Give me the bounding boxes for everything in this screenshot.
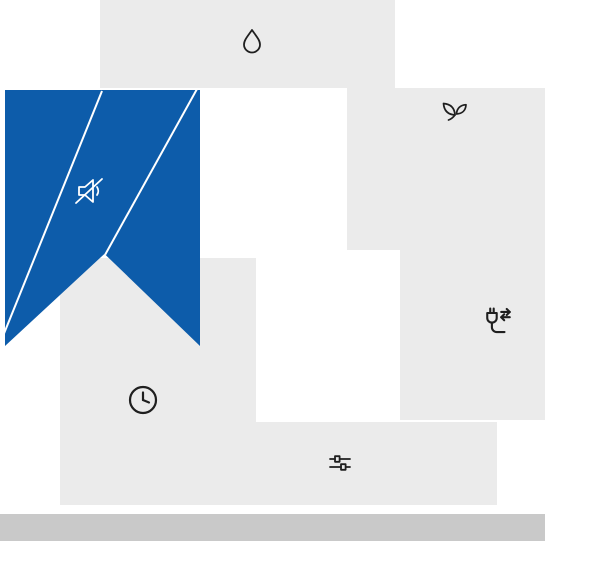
bottom-bar xyxy=(0,514,545,541)
sliders-icon xyxy=(324,447,356,479)
tile-bottom-center xyxy=(200,422,497,505)
tile-right-lower xyxy=(400,88,545,420)
water-drop-icon xyxy=(236,26,268,58)
leaf-icon xyxy=(438,94,474,130)
tile-top xyxy=(100,0,395,88)
plug-swap-icon xyxy=(479,304,515,340)
clock-icon xyxy=(125,382,161,418)
speaker-muted-icon xyxy=(67,168,113,214)
